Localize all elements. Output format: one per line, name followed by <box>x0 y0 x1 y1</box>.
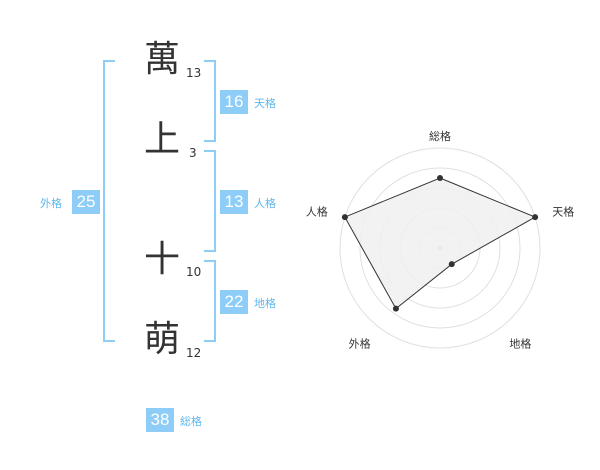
jinkaku-label: 人格 <box>254 197 276 210</box>
tenkaku-bracket <box>204 60 216 142</box>
stroke-count-1: 13 <box>186 66 202 80</box>
name-char-2: 上 <box>143 119 180 160</box>
radar-axis-label-4: 外格 <box>349 336 371 350</box>
soukaku-label: 総格 <box>180 415 202 428</box>
stroke-count-4: 12 <box>186 346 202 360</box>
radar-axis-label-1: 総格 <box>429 129 451 143</box>
jinkaku-value: 13 <box>220 190 248 214</box>
tenkaku-label: 天格 <box>254 97 276 110</box>
radar-axis-label-5: 人格 <box>306 205 328 219</box>
radar-point-2 <box>532 214 539 221</box>
radar-axis-label-3: 地格 <box>509 336 531 350</box>
stroke-count-3: 10 <box>186 265 202 279</box>
radar-point-5 <box>341 214 348 221</box>
name-char-1: 萬 <box>143 39 180 80</box>
radar-point-3 <box>448 261 455 268</box>
stroke-count-2: 3 <box>189 146 197 160</box>
jinkaku-bracket <box>204 150 216 252</box>
radar-point-1 <box>437 175 443 181</box>
radar-polygon <box>344 177 537 310</box>
gaikaku-bracket <box>103 60 115 342</box>
name-char-3: 十 <box>143 239 180 280</box>
gaikaku-value: 25 <box>72 190 100 214</box>
name-char-4: 萌 <box>143 319 180 360</box>
chikaku-bracket <box>204 260 216 342</box>
radar-point-4 <box>392 305 399 312</box>
gaikaku-label: 外格 <box>40 197 62 210</box>
radar-axis-label-2: 天格 <box>552 205 574 219</box>
soukaku-value: 38 <box>146 408 174 432</box>
chikaku-value: 22 <box>220 290 248 314</box>
chikaku-label: 地格 <box>254 297 276 310</box>
radar-points <box>341 175 539 312</box>
tenkaku-value: 16 <box>220 90 248 114</box>
